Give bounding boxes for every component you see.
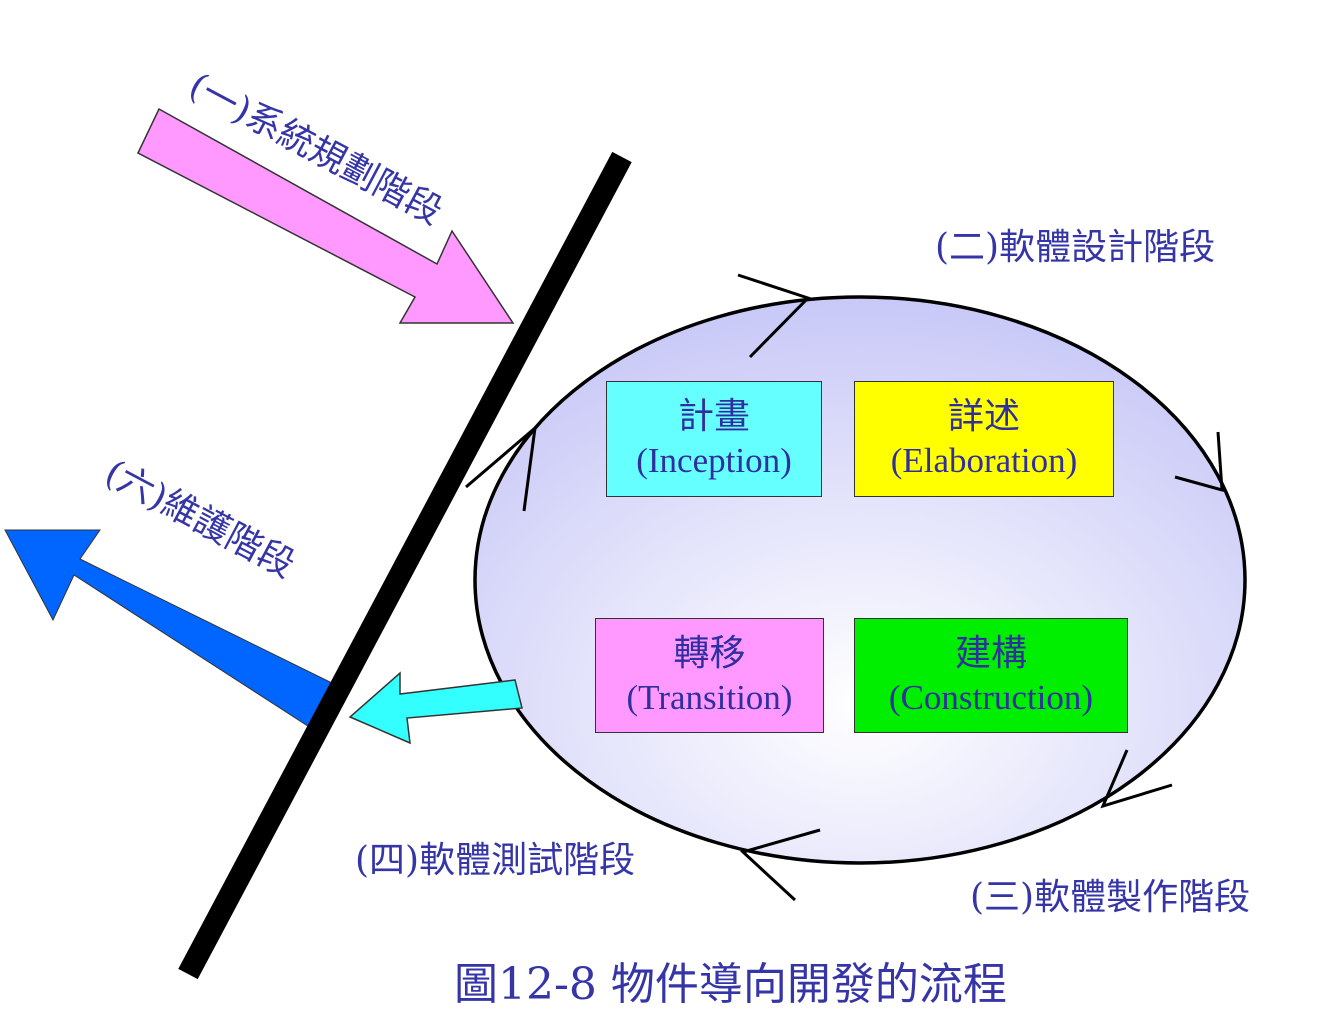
construction-phase-label: (三)軟體製作階段 [970, 877, 1251, 918]
transition-stage-box: 轉移 (Transition) [595, 618, 824, 733]
planning-phase-arrow [137, 107, 515, 324]
cycle-arrow-lower-right [1100, 749, 1173, 809]
cycle-arrow-bottom [740, 828, 821, 902]
cycle-arrow-left [465, 424, 538, 512]
inception-stage-box: 計畫 (Inception) [606, 381, 822, 497]
maintenance-phase-arrow [4, 529, 335, 731]
design-phase-label: (二)軟體設計階段 [935, 227, 1216, 268]
elaboration-stage-title: 詳述 [947, 396, 1020, 437]
testing-phase-label: (四)軟體測試階段 [355, 840, 636, 881]
transition-stage-subtitle: (Transition) [626, 677, 793, 717]
cycle-arrow-top [737, 273, 811, 359]
phase-boundary-line [178, 151, 632, 980]
testing-phase-arrow [348, 671, 523, 745]
construction-stage-subtitle: (Construction) [888, 677, 1094, 717]
cycle-arrow-right [1174, 431, 1224, 493]
figure-caption: 圖12-8 物件導向開發的流程 [454, 959, 1007, 1010]
inception-stage-title: 計畫 [677, 396, 750, 437]
elaboration-stage-subtitle: (Elaboration) [890, 441, 1078, 480]
construction-stage-title: 建構 [954, 632, 1027, 674]
construction-stage-box: 建構 (Construction) [854, 618, 1128, 733]
inception-stage-subtitle: (Inception) [636, 441, 792, 480]
elaboration-stage-box: 詳述 (Elaboration) [854, 381, 1114, 497]
transition-stage-title: 轉移 [673, 632, 746, 674]
